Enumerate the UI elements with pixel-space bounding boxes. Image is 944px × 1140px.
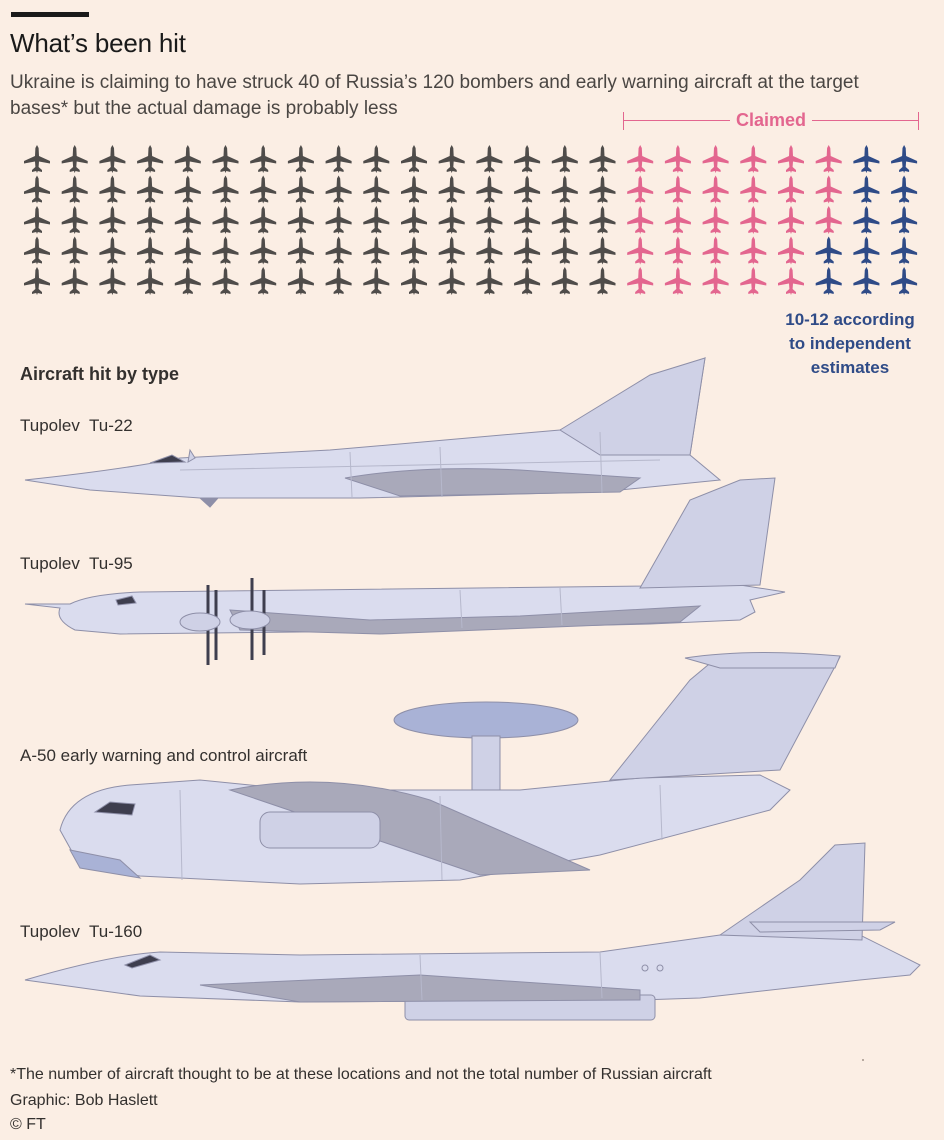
claimed-label: Claimed <box>729 110 813 130</box>
footnote: *The number of aircraft thought to be at… <box>10 1066 712 1083</box>
bracket-left-tick <box>623 112 624 130</box>
estimate-line: 10-12 according <box>785 310 915 329</box>
stray-dot <box>862 1059 864 1061</box>
subtitle: Ukraine is claiming to have struck 40 of… <box>10 72 859 119</box>
graphic-credit: Graphic: Bob Haslett <box>10 1092 158 1109</box>
aircraft-label-a-50: A-50 early warning and control aircraft <box>20 746 308 765</box>
copyright: © FT <box>10 1116 46 1133</box>
tu-95-aircraft-drawing <box>24 477 786 665</box>
tu-22-aircraft-drawing <box>24 357 722 508</box>
estimate-line: estimates <box>810 358 890 377</box>
aircraft-label-tu-160: Tupolev Tu-160 <box>20 922 143 941</box>
page-title: What’s been hit <box>10 28 186 58</box>
claimed-bracket: Claimed <box>623 110 919 130</box>
aircraft-label-tu-95: Tupolev Tu-95 <box>20 554 133 573</box>
tu-160-aircraft-drawing <box>24 842 921 1021</box>
aircraft-label-tu-22: Tupolev Tu-22 <box>20 416 133 435</box>
claimed-label-wrap: Claimed <box>623 110 919 131</box>
independent-estimate-note: 10-12 according to independent estimates <box>760 308 940 380</box>
bracket-right-tick <box>918 112 919 130</box>
estimate-line: to independent <box>789 334 911 353</box>
a-50-aircraft-drawing <box>59 651 841 885</box>
section-heading: Aircraft hit by type <box>20 364 180 384</box>
header-rule <box>11 12 89 17</box>
